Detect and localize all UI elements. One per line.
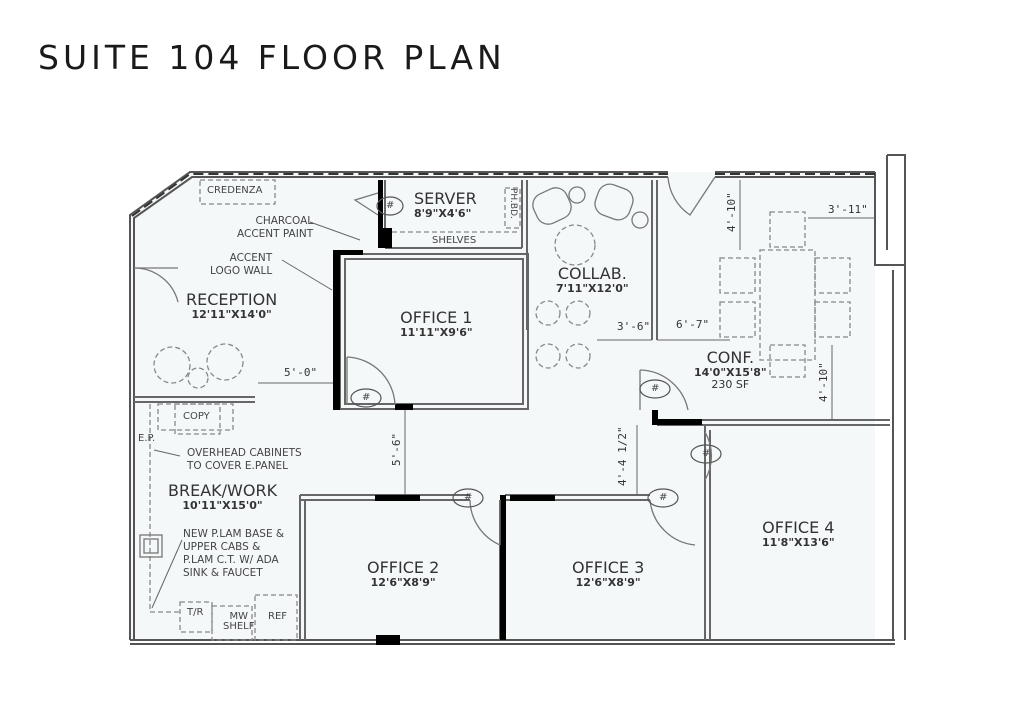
room-collab[interactable]: COLLAB. 7'11"X12'0" xyxy=(556,264,629,295)
room-break-work[interactable]: BREAK/WORK 10'11"X15'0" xyxy=(168,481,278,512)
room-conference[interactable]: CONF. 14'0"X15'8" 230 SF xyxy=(694,348,767,391)
copy-label: COPY xyxy=(183,411,210,422)
exterior-walls xyxy=(129,154,906,645)
room-dimensions: 10'11"X15'0" xyxy=(182,499,263,512)
interior-walls xyxy=(134,180,890,640)
room-office-1[interactable]: OFFICE 1 11'11"X9'6" xyxy=(400,308,473,339)
dimension-corridor-left: 5'-6" xyxy=(390,432,403,466)
dimension-reception-clear: 5'-0" xyxy=(284,366,318,379)
room-name: OFFICE 4 xyxy=(762,518,835,537)
dimension-corridor-right: 4'-4 1/2" xyxy=(616,426,629,486)
room-dimensions: 11'8"X13'6" xyxy=(762,536,835,549)
room-office-4[interactable]: OFFICE 4 11'8"X13'6" xyxy=(762,518,835,549)
room-name: SERVER xyxy=(414,189,477,208)
shelf-label: SHELF xyxy=(223,621,255,632)
room-dimensions: 12'11"X14'0" xyxy=(191,308,272,321)
room-name: BREAK/WORK xyxy=(168,481,278,500)
room-server[interactable]: SERVER 8'9"X4'6" xyxy=(414,189,477,220)
room-office-2[interactable]: OFFICE 2 12'6"X8'9" xyxy=(367,558,440,589)
door-tag: # xyxy=(386,200,395,211)
room-name: OFFICE 1 xyxy=(400,308,473,327)
doors xyxy=(133,176,716,546)
dimension-lines xyxy=(151,180,875,609)
room-name: RECEPTION xyxy=(186,290,278,309)
note-line: CHARCOAL xyxy=(255,215,314,227)
door-tag: # xyxy=(702,448,711,459)
note-charcoal-accent-paint: CHARCOAL ACCENT PAINT xyxy=(237,215,313,241)
dimension-collab-clear: 3'-6" xyxy=(617,320,651,333)
floor-area xyxy=(130,172,875,640)
refrigerator-label: REF xyxy=(268,611,288,622)
note-line: P.LAM C.T. W/ ADA xyxy=(183,554,279,567)
mw-label: MW xyxy=(229,611,249,622)
telecom-room-label: T/R xyxy=(187,607,204,618)
phone-board-label: PH.BD. xyxy=(508,188,518,219)
furniture xyxy=(149,179,851,641)
note-line: ACCENT PAINT xyxy=(237,228,314,241)
note-plam-cabinets: NEW P.LAM BASE & UPPER CABS & P.LAM C.T.… xyxy=(183,528,284,581)
room-dimensions: 14'0"X15'8" xyxy=(694,366,767,379)
room-name: CONF. xyxy=(706,348,755,367)
note-line: ACCENT xyxy=(229,252,273,264)
note-line: LOGO WALL xyxy=(210,265,273,278)
room-name: COLLAB. xyxy=(557,264,627,283)
room-dimensions: 11'11"X9'6" xyxy=(400,326,473,339)
door-tag: # xyxy=(362,392,371,403)
room-office-3[interactable]: OFFICE 3 12'6"X8'9" xyxy=(572,558,645,589)
room-name: OFFICE 2 xyxy=(367,558,440,577)
dimension-conf-right: 4'-10" xyxy=(817,362,830,402)
room-area: 230 SF xyxy=(711,378,750,391)
electrical-panel-label: E.P. xyxy=(138,433,156,444)
room-dimensions: 12'6"X8'9" xyxy=(575,576,641,589)
credenza-label: CREDENZA xyxy=(207,185,263,196)
note-line: OVERHEAD CABINETS xyxy=(187,447,302,459)
dimension-conf-right-top: 3'-11" xyxy=(828,203,868,216)
note-line: SINK & FAUCET xyxy=(183,567,263,580)
note-overhead-cabinets: OVERHEAD CABINETS TO COVER E.PANEL xyxy=(187,447,302,473)
shelves-label: SHELVES xyxy=(432,235,477,246)
note-line: TO COVER E.PANEL xyxy=(187,460,289,473)
dimension-conf-top: 4'-10" xyxy=(725,192,738,232)
room-reception[interactable]: RECEPTION 12'11"X14'0" xyxy=(186,290,278,321)
note-line: NEW P.LAM BASE & xyxy=(183,528,285,540)
door-tag: # xyxy=(464,492,473,503)
microwave-shelf-label: MW SHELF xyxy=(223,612,255,632)
page-title: SUITE 104 FLOOR PLAN xyxy=(38,38,506,77)
door-tag: # xyxy=(659,492,668,503)
room-dimensions: 7'11"X12'0" xyxy=(556,282,629,295)
room-dimensions: 12'6"X8'9" xyxy=(370,576,436,589)
dimension-conf-left: 6'-7" xyxy=(676,318,710,331)
note-line: UPPER CABS & xyxy=(183,541,261,554)
note-accent-logo-wall: ACCENT LOGO WALL xyxy=(210,252,272,278)
accent-walls xyxy=(333,180,702,645)
room-name: OFFICE 3 xyxy=(572,558,645,577)
door-tag: # xyxy=(651,383,660,394)
room-dimensions: 8'9"X4'6" xyxy=(414,207,472,220)
